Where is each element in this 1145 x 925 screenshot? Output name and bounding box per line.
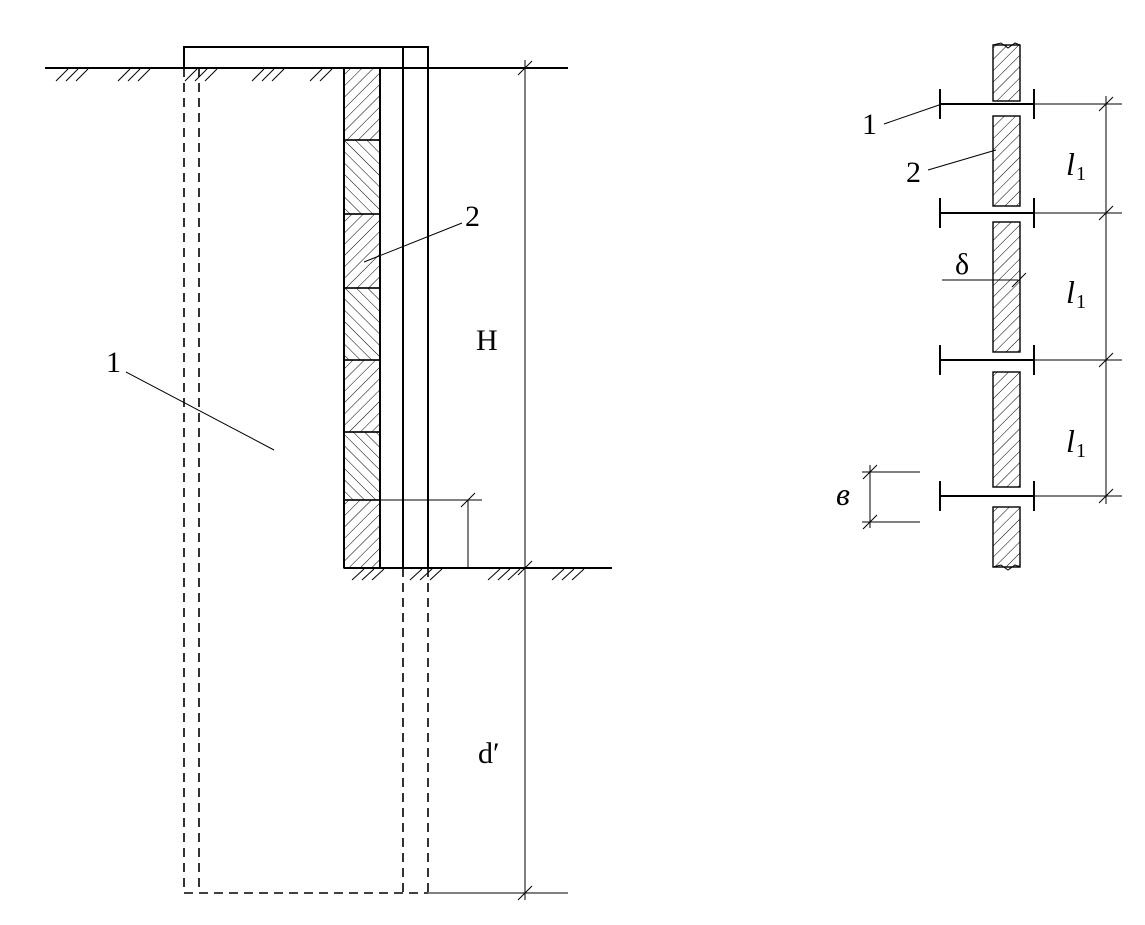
leader-line-pile	[125, 371, 275, 451]
left-elevation-view: 1 2 H d′	[45, 46, 612, 901]
leader-line-plan-lagging	[927, 149, 997, 171]
bottom-board-dimension	[380, 492, 482, 568]
spacing-label-2: l 1	[1066, 274, 1086, 313]
hidden-lines	[183, 68, 568, 894]
svg-text:l: l	[1066, 274, 1075, 310]
spacing-dimension-line	[1034, 96, 1122, 504]
gap-dimension-line	[862, 464, 920, 530]
pile-above-grade	[402, 47, 429, 568]
dimension-label-d: d′	[478, 737, 500, 770]
ground-line-excavation	[344, 567, 612, 581]
thickness-indicator	[942, 272, 1027, 288]
dimension-label-gap: в	[836, 476, 850, 512]
label-lagging: 2	[465, 200, 480, 233]
top-beam	[183, 46, 429, 69]
svg-text:l: l	[1066, 423, 1075, 459]
leader-line-plan-pile	[883, 103, 943, 125]
spacing-label-1: l 1	[1066, 146, 1086, 185]
plan-label-lagging: 2	[906, 156, 921, 189]
plan-label-pile: 1	[862, 108, 877, 141]
svg-text:1: 1	[1076, 440, 1086, 462]
svg-text:1: 1	[1076, 163, 1086, 185]
dimension-label-thickness: δ	[955, 248, 969, 281]
spacing-label-3: l 1	[1066, 423, 1086, 462]
height-dimension-line	[517, 60, 533, 901]
svg-text:l: l	[1066, 146, 1075, 182]
lagging-boards	[343, 67, 381, 569]
ground-line-upper	[45, 67, 568, 82]
leader-line-lagging	[363, 222, 463, 263]
dimension-label-h: H	[476, 324, 498, 357]
svg-text:1: 1	[1076, 291, 1086, 313]
label-pile: 1	[106, 346, 121, 379]
plan-lagging-segments	[992, 42, 1021, 571]
right-plan-view: 1 2 δ в l 1 l 1 l 1	[836, 42, 1122, 571]
